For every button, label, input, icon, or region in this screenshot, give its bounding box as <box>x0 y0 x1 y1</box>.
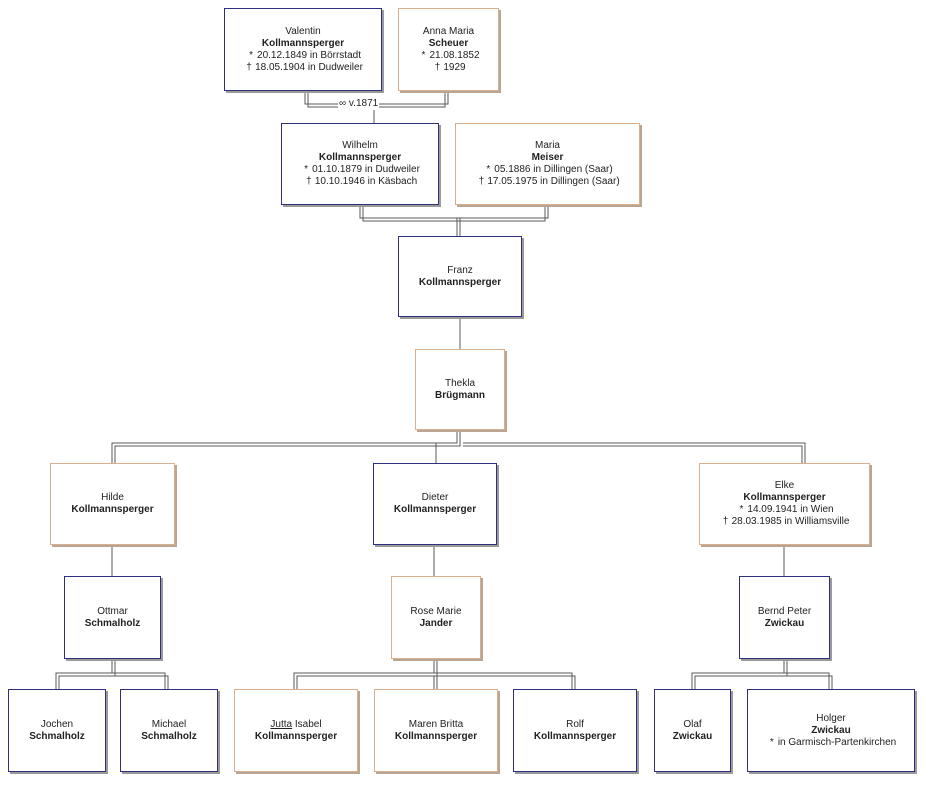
surname: Kollmannsperger <box>393 504 477 515</box>
death-event: †1929 <box>431 61 466 74</box>
person-bernd-peter[interactable]: Bernd Peter Zwickau <box>739 576 830 659</box>
given-name: Olaf <box>683 718 702 730</box>
birth-event: *01.10.1879 in Dudweiler <box>300 164 420 176</box>
person-dieter[interactable]: Dieter Kollmannsperger <box>373 463 497 545</box>
birth-event: *05.1886 in Dillingen (Saar) <box>482 164 612 176</box>
birth-icon: * <box>249 49 253 61</box>
couple-connector-2 <box>359 205 549 222</box>
person-thekla[interactable]: Thekla Brügmann <box>415 349 505 430</box>
surname: Brügmann <box>435 389 485 401</box>
given-name: Maren Britta <box>408 718 464 730</box>
person-rose-marie[interactable]: Rose Marie Jander <box>391 576 481 659</box>
person-olaf[interactable]: Olaf Zwickau <box>654 689 731 772</box>
person-ottmar[interactable]: Ottmar Schmalholz <box>64 576 161 659</box>
death-event: †18.05.1904 in Dudweiler <box>243 62 363 74</box>
given-name-rest: Isabel <box>294 718 322 730</box>
surname: Kollmannsperger <box>71 504 154 515</box>
person-jutta-isabel[interactable]: Jutta Isabel Kollmannsperger <box>234 689 358 772</box>
person-hilde[interactable]: Hilde Kollmannsperger <box>50 463 175 545</box>
birth-event: *14.09.1941 in Wien <box>735 504 833 516</box>
death-icon: † <box>478 176 485 187</box>
birth-event: *21.08.1852 <box>417 49 480 62</box>
marriage-year: v.1871 <box>348 98 379 109</box>
birth-icon: * <box>739 504 744 515</box>
given-name: Ottmar <box>97 605 128 617</box>
given-name: Elke <box>774 480 795 491</box>
given-name: Holger <box>816 712 846 724</box>
marriage-label: ∞ v.1871 <box>338 98 380 110</box>
person-franz[interactable]: Franz Kollmannsperger <box>398 236 522 317</box>
given-name: Anna Maria <box>422 25 475 37</box>
person-maren-britta[interactable]: Maren Britta Kollmannsperger <box>374 689 498 772</box>
death-icon: † <box>306 176 312 187</box>
surname: Kollmannsperger <box>533 730 617 742</box>
surname: Schmalholz <box>29 730 85 742</box>
given-name: Jutta Isabel <box>270 719 321 731</box>
given-name: Michael <box>151 718 187 730</box>
death-event: †10.10.1946 in Käsbach <box>303 176 417 188</box>
given-name: Franz <box>447 264 473 276</box>
surname: Kollmannsperger <box>254 730 338 742</box>
death-event: †17.05.1975 in Dillingen (Saar) <box>475 176 620 188</box>
given-name: Valentin <box>285 25 321 37</box>
given-name: Hilde <box>101 492 124 503</box>
person-valentin[interactable]: Valentin Kollmannsperger *20.12.1849 in … <box>224 8 382 91</box>
surname: Kollmannsperger <box>318 152 402 163</box>
person-anna-maria[interactable]: Anna Maria Scheuer *21.08.1852 †1929 <box>398 8 499 91</box>
person-michael[interactable]: Michael Schmalholz <box>120 689 218 772</box>
birth-event: *20.12.1849 in Börrstadt <box>245 50 361 62</box>
birth-event: *in Garmisch-Partenkirchen <box>766 737 896 749</box>
given-name: Bernd Peter <box>757 605 812 617</box>
surname: Kollmannsperger <box>261 37 345 49</box>
surname: Scheuer <box>428 37 469 49</box>
birth-icon: * <box>769 736 774 748</box>
children-connector-1 <box>111 430 806 463</box>
surname: Zwickau <box>764 617 805 629</box>
given-name: Maria <box>534 140 560 151</box>
death-event: †28.03.1985 in Williamsville <box>720 516 850 528</box>
surname: Meiser <box>531 152 564 163</box>
surname: Kollmannsperger <box>743 492 826 503</box>
given-name: Dieter <box>421 492 449 503</box>
given-name: Wilhelm <box>342 140 378 151</box>
death-icon: † <box>246 61 252 73</box>
surname: Zwickau <box>672 730 713 742</box>
given-name-underlined: Jutta <box>270 718 293 730</box>
given-name: Jochen <box>40 718 74 730</box>
death-icon: † <box>434 61 441 73</box>
birth-icon: * <box>486 164 491 175</box>
person-jochen[interactable]: Jochen Schmalholz <box>8 689 106 772</box>
surname: Kollmannsperger <box>394 730 478 742</box>
person-rolf[interactable]: Rolf Kollmannsperger <box>513 689 637 772</box>
person-holger[interactable]: Holger Zwickau *in Garmisch-Partenkirche… <box>747 689 915 772</box>
given-name: Rose Marie <box>410 605 462 617</box>
given-name: Thekla <box>444 377 475 389</box>
descent-line-2 <box>456 218 461 237</box>
children-connector-ottmar <box>55 659 169 690</box>
person-maria[interactable]: Maria Meiser *05.1886 in Dillingen (Saar… <box>455 123 640 205</box>
surname: Kollmannsperger <box>418 276 502 288</box>
person-wilhelm[interactable]: Wilhelm Kollmannsperger *01.10.1879 in D… <box>281 123 439 205</box>
birth-icon: * <box>421 49 426 61</box>
marriage-symbol: ∞ <box>339 98 347 109</box>
surname: Jander <box>419 617 453 629</box>
person-elke[interactable]: Elke Kollmannsperger *14.09.1941 in Wien… <box>699 463 870 545</box>
death-icon: † <box>722 516 729 527</box>
surname: Schmalholz <box>141 730 197 742</box>
birth-icon: * <box>304 164 309 175</box>
surname: Schmalholz <box>84 617 141 629</box>
surname: Zwickau <box>811 724 851 736</box>
children-connector-rosemarie <box>293 659 576 690</box>
children-connector-berndpeter <box>691 659 833 690</box>
given-name: Rolf <box>566 718 584 730</box>
